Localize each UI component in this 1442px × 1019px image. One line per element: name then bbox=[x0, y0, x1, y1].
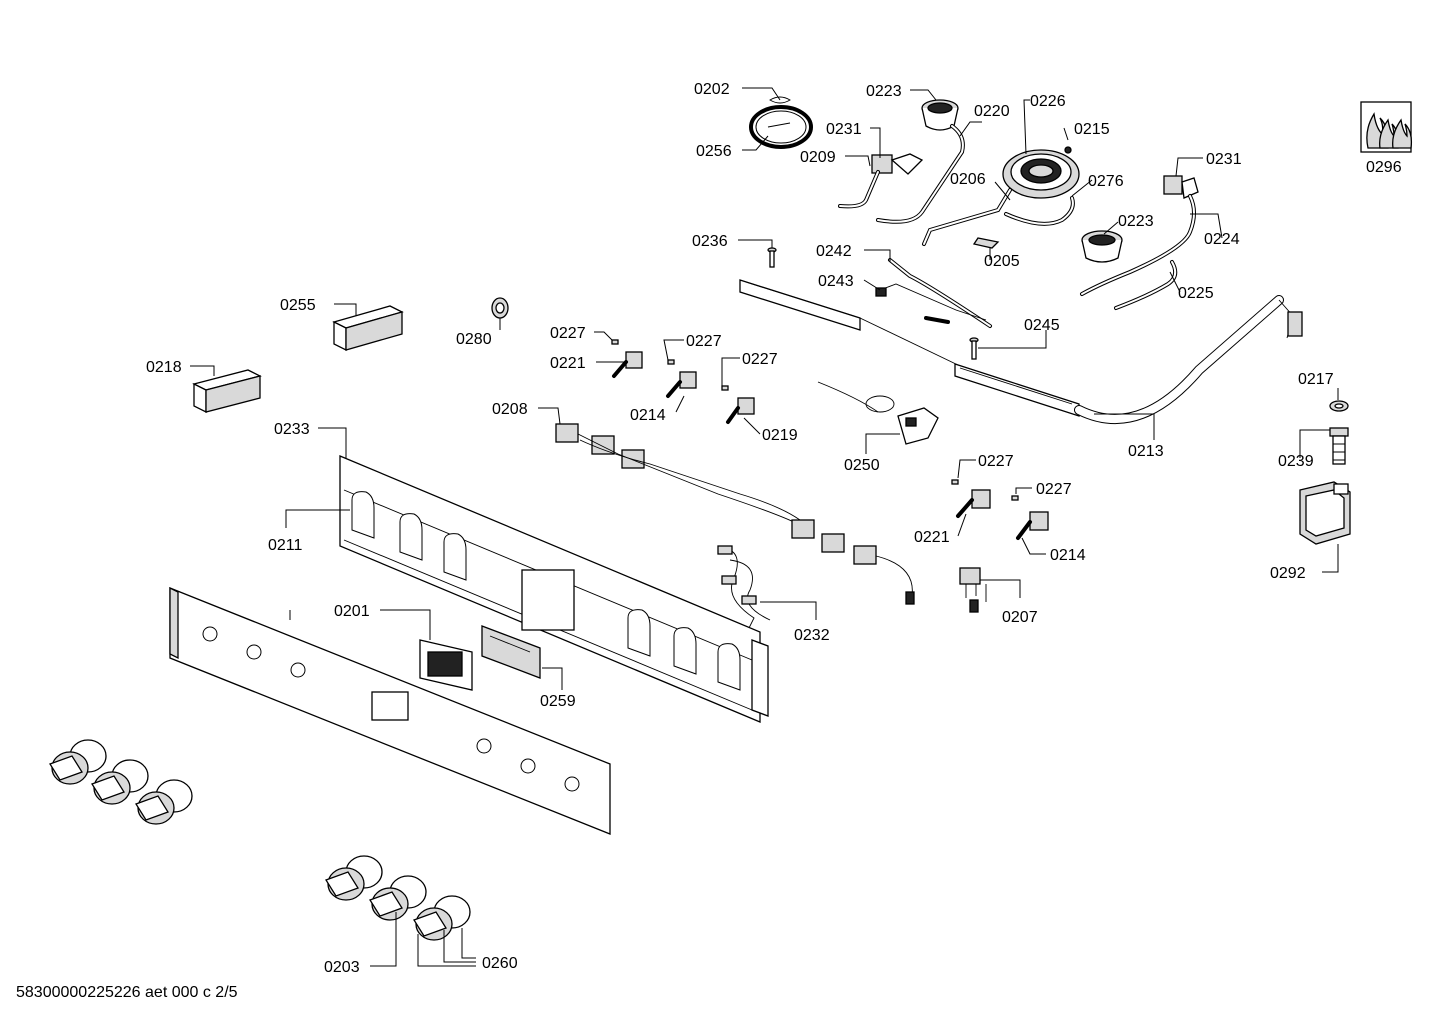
label-0221: 0221 bbox=[914, 529, 950, 546]
burner-head-part bbox=[1002, 146, 1080, 199]
display-module-part bbox=[419, 625, 541, 691]
label-0292: 0292 bbox=[1270, 565, 1306, 582]
label-0203: 0203 bbox=[324, 959, 360, 976]
label-0205: 0205 bbox=[984, 253, 1020, 270]
label-0214: 0214 bbox=[630, 407, 666, 424]
label-0232: 0232 bbox=[794, 627, 830, 644]
wiring-loom-part bbox=[717, 545, 771, 639]
label-0208: 0208 bbox=[492, 401, 528, 418]
control-panel-back-part bbox=[339, 455, 769, 723]
label-0225: 0225 bbox=[1178, 285, 1214, 302]
label-0227: 0227 bbox=[1036, 481, 1072, 498]
part-labels: 0202 0256 0223 0220 0226 0231 0215 0209 … bbox=[146, 81, 1402, 976]
label-0201: 0201 bbox=[334, 603, 370, 620]
label-0217: 0217 bbox=[1298, 371, 1334, 388]
valve-part bbox=[1163, 175, 1199, 199]
label-0250: 0250 bbox=[844, 457, 880, 474]
control-knob-part bbox=[49, 739, 471, 941]
burner-rail-part bbox=[739, 279, 1303, 424]
relay-part bbox=[192, 369, 262, 414]
label-0211: 0211 bbox=[268, 537, 303, 554]
label-0227: 0227 bbox=[686, 333, 722, 350]
label-0231: 0231 bbox=[1206, 151, 1242, 168]
label-0227: 0227 bbox=[978, 453, 1014, 470]
label-0231: 0231 bbox=[826, 121, 862, 138]
screw-part bbox=[767, 247, 777, 268]
label-0242: 0242 bbox=[816, 243, 852, 260]
flame-icon bbox=[1360, 101, 1413, 153]
gas-bolt-part bbox=[1329, 427, 1349, 465]
label-0245: 0245 bbox=[1024, 317, 1060, 334]
label-0215: 0215 bbox=[1074, 121, 1110, 138]
screw-part bbox=[969, 337, 979, 360]
label-0260: 0260 bbox=[482, 955, 518, 972]
label-0202: 0202 bbox=[694, 81, 730, 98]
label-0207: 0207 bbox=[1002, 609, 1038, 626]
valve-part bbox=[956, 489, 1049, 540]
label-0224: 0224 bbox=[1204, 231, 1240, 248]
label-0255: 0255 bbox=[280, 297, 316, 314]
label-0213: 0213 bbox=[1128, 443, 1164, 460]
label-0296: 0296 bbox=[1366, 159, 1402, 176]
relay-part bbox=[332, 305, 404, 352]
valve-part bbox=[871, 153, 924, 175]
label-0226: 0226 bbox=[1030, 93, 1066, 110]
label-0256: 0256 bbox=[696, 143, 732, 160]
label-0280: 0280 bbox=[456, 331, 492, 348]
label-0214: 0214 bbox=[1050, 547, 1086, 564]
label-0227: 0227 bbox=[550, 325, 586, 342]
switch-harness-part bbox=[555, 423, 915, 605]
label-0227: 0227 bbox=[742, 351, 778, 368]
valve-part bbox=[612, 351, 755, 424]
pressure-regulator-part bbox=[1299, 481, 1351, 545]
document-code: 58300000225226 aet 000 c 2/5 bbox=[16, 984, 238, 1001]
label-0233: 0233 bbox=[274, 421, 310, 438]
label-0236: 0236 bbox=[692, 233, 728, 250]
label-0239: 0239 bbox=[1278, 453, 1314, 470]
ignition-bracket-part bbox=[897, 407, 939, 445]
label-0209: 0209 bbox=[800, 149, 836, 166]
label-0276: 0276 bbox=[1088, 173, 1124, 190]
control-panel-front-part bbox=[169, 586, 611, 835]
leader-lines bbox=[190, 87, 1339, 967]
label-0218: 0218 bbox=[146, 359, 182, 376]
label-0220: 0220 bbox=[974, 103, 1010, 120]
burner-cup-part bbox=[1081, 230, 1123, 263]
label-0259: 0259 bbox=[540, 693, 576, 710]
gasket-ring-part bbox=[749, 96, 813, 149]
label-0243: 0243 bbox=[818, 273, 854, 290]
label-0223: 0223 bbox=[1118, 213, 1154, 230]
label-0219: 0219 bbox=[762, 427, 798, 444]
label-0221: 0221 bbox=[550, 355, 586, 372]
burner-cup-part bbox=[921, 99, 959, 131]
switch-part bbox=[959, 567, 987, 613]
label-0223: 0223 bbox=[866, 83, 902, 100]
label-0206: 0206 bbox=[950, 171, 986, 188]
